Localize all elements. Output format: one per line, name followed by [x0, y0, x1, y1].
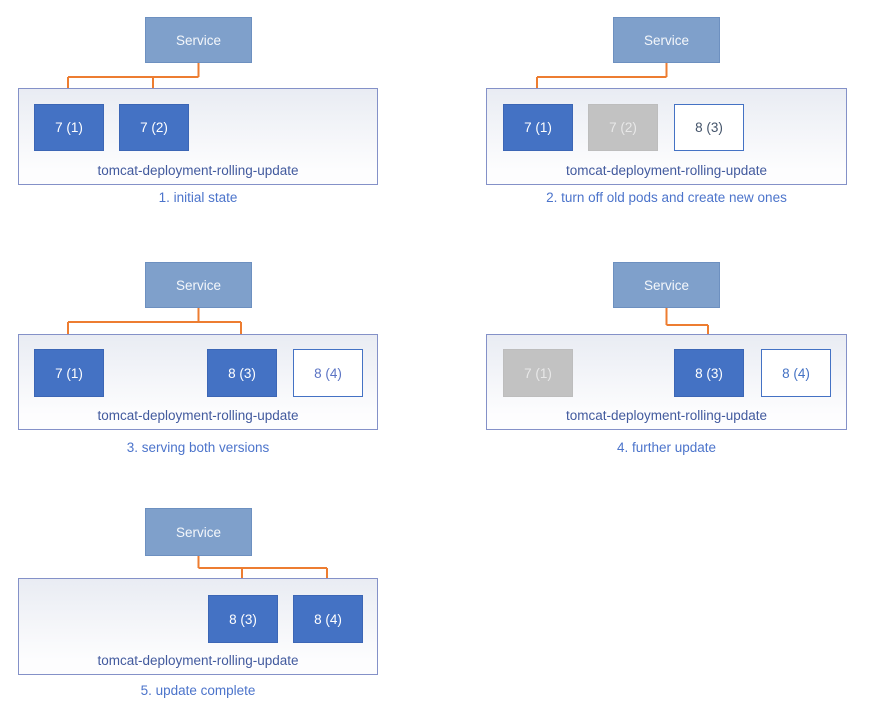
pod-label: 8 (3) — [695, 120, 723, 135]
deployment-label: tomcat-deployment-rolling-update — [565, 163, 768, 178]
panel-caption: 4. further update — [616, 440, 717, 455]
panel-caption: 5. update complete — [140, 683, 256, 698]
service-box: Service — [613, 262, 720, 308]
service-box: Service — [145, 262, 252, 308]
pod-label: 7 (1) — [55, 120, 83, 135]
pod-label: 8 (3) — [228, 365, 256, 381]
deployment-box: tomcat-deployment-rolling-update 7 (1) 7 … — [18, 88, 378, 185]
deployment-label: tomcat-deployment-rolling-update — [565, 408, 768, 423]
service-label: Service — [643, 32, 689, 48]
pod: 7 (2) — [588, 104, 658, 151]
service-box: Service — [145, 508, 252, 556]
pod: 8 (3) — [674, 349, 744, 397]
pod-label: 8 (4) — [314, 611, 342, 627]
pod-label: 8 (3) — [695, 365, 723, 381]
service-label: Service — [175, 277, 221, 293]
pod-label: 8 (4) — [314, 365, 342, 381]
deployment-box: tomcat-deployment-rolling-update 7 (1) 8 … — [486, 334, 847, 430]
pod: 8 (4) — [761, 349, 831, 397]
pod-label: 8 (3) — [229, 611, 257, 627]
pod: 7 (2) — [119, 104, 189, 151]
pod-label: 7 (1) — [524, 365, 552, 381]
deployment-box: tomcat-deployment-rolling-update 7 (1) 7 … — [486, 88, 847, 185]
pod: 8 (4) — [293, 349, 363, 397]
service-box: Service — [613, 17, 720, 63]
service-box: Service — [145, 17, 252, 63]
pod-label: 7 (2) — [140, 120, 168, 135]
service-label: Service — [643, 277, 689, 293]
pod: 7 (1) — [34, 349, 104, 397]
panel-caption: 2. turn off old pods and create new ones — [546, 190, 787, 205]
panel-caption: 1. initial state — [158, 190, 238, 205]
pod: 8 (3) — [674, 104, 744, 151]
pod-label: 7 (2) — [609, 120, 637, 135]
pod: 8 (3) — [208, 595, 278, 643]
pod: 7 (1) — [34, 104, 104, 151]
pod: 8 (3) — [207, 349, 277, 397]
pod: 7 (1) — [503, 104, 573, 151]
pod: 7 (1) — [503, 349, 573, 397]
service-label: Service — [175, 524, 221, 540]
pod-label: 8 (4) — [782, 365, 810, 381]
panel-caption: 3. serving both versions — [126, 440, 270, 455]
pod-label: 7 (1) — [55, 365, 83, 381]
deployment-label: tomcat-deployment-rolling-update — [97, 408, 299, 423]
deployment-box: tomcat-deployment-rolling-update 8 (3) 8 … — [18, 578, 378, 675]
service-label: Service — [175, 32, 221, 48]
pod-label: 7 (1) — [524, 120, 552, 135]
pod: 8 (4) — [293, 595, 363, 643]
deployment-label: tomcat-deployment-rolling-update — [97, 653, 299, 668]
deployment-label: tomcat-deployment-rolling-update — [97, 163, 299, 178]
deployment-box: tomcat-deployment-rolling-update 7 (1) 8 … — [18, 334, 378, 430]
